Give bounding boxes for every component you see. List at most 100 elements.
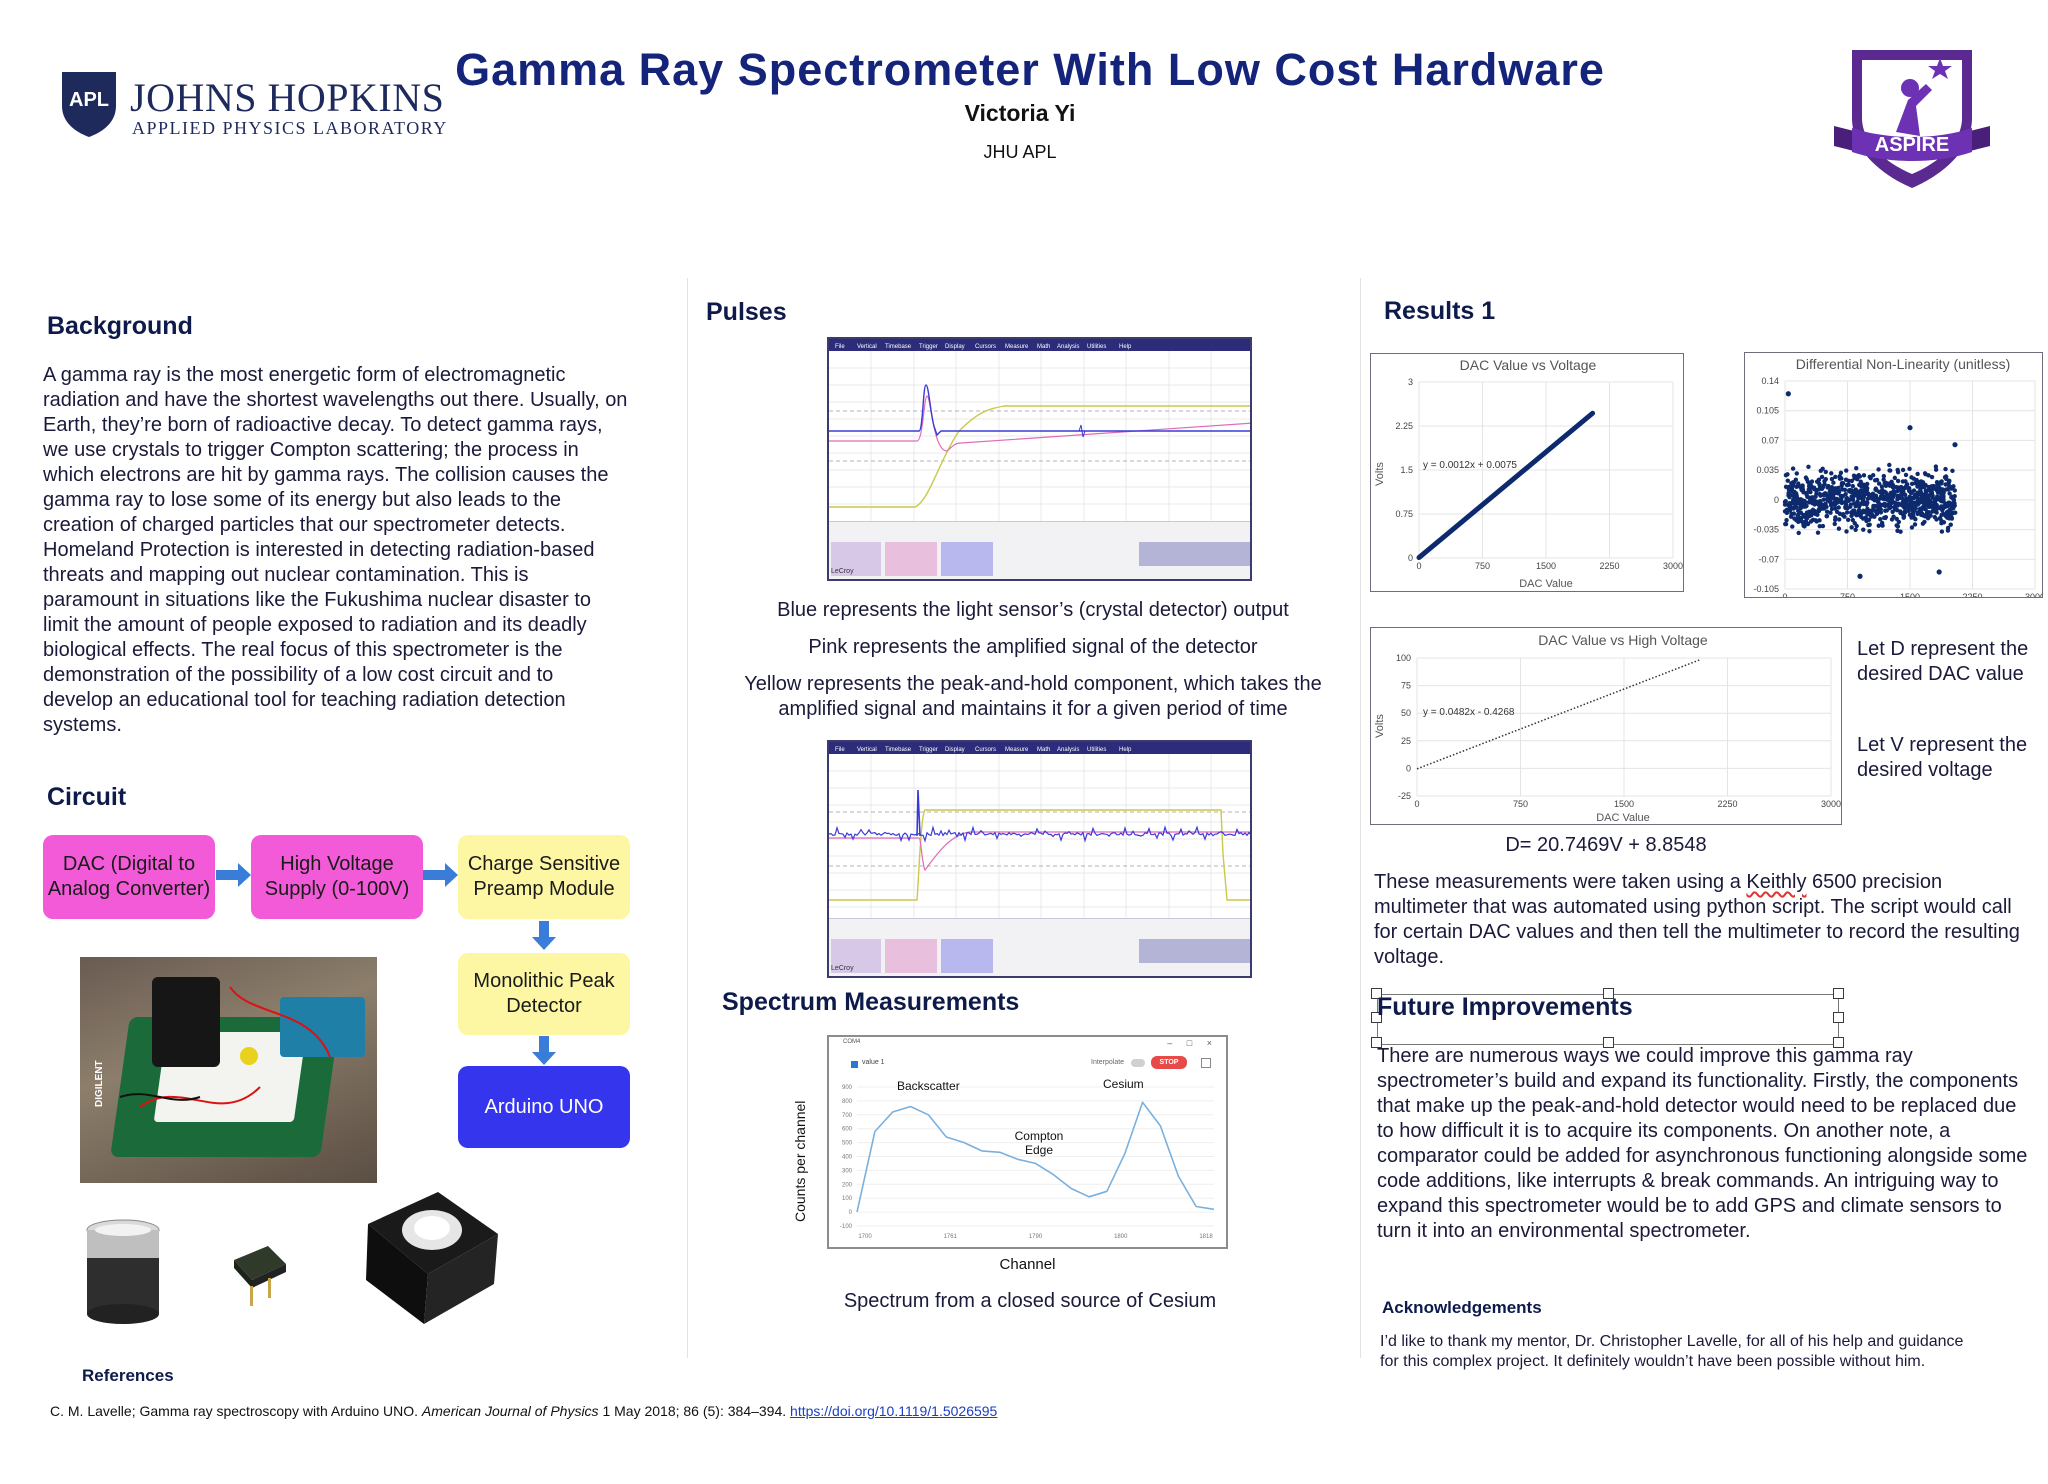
scatter-point xyxy=(1907,498,1913,503)
scatter-point xyxy=(1941,503,1947,509)
scatter-point xyxy=(1823,469,1828,475)
wires xyxy=(119,986,331,1108)
resize-handle[interactable] xyxy=(1371,988,1382,999)
scatter-point xyxy=(1870,473,1876,478)
scatter-point xyxy=(1926,509,1931,515)
future-improvements-heading: Future Improvements xyxy=(1377,993,1633,1021)
scatter-point xyxy=(1820,466,1825,471)
x-tick-label: 2250 xyxy=(1962,592,1982,598)
scatter-point xyxy=(1932,486,1937,491)
resize-handle[interactable] xyxy=(1603,988,1614,999)
scatter-point xyxy=(1821,492,1826,498)
scatter-point xyxy=(1938,480,1943,485)
scatter-point xyxy=(1835,491,1841,496)
scope-menu-item: Display xyxy=(945,747,965,753)
scope-menu-item: Measure xyxy=(1005,747,1029,753)
resize-handle[interactable] xyxy=(1371,1012,1382,1023)
aspire-logo: ASPIRE xyxy=(1834,50,1990,188)
scatter-point xyxy=(1883,515,1888,521)
scatter-point xyxy=(1829,476,1835,482)
scatter-point xyxy=(1898,493,1903,498)
scatter-point xyxy=(1816,477,1822,482)
scatter-point xyxy=(1936,569,1942,575)
scatter-point xyxy=(1853,527,1858,532)
scatter-point xyxy=(1876,467,1881,472)
scatter-point xyxy=(1786,490,1791,496)
y-tick-label: 100 xyxy=(842,1196,853,1202)
scatter-point xyxy=(1790,466,1796,471)
scatter-point xyxy=(1891,491,1897,496)
scatter-point xyxy=(1900,499,1905,505)
scatter-point xyxy=(1859,489,1865,494)
scatter-point xyxy=(1869,508,1874,514)
detector-housing xyxy=(152,977,220,1067)
scatter-point xyxy=(1806,487,1812,492)
scatter-point xyxy=(1895,467,1900,473)
scatter-point xyxy=(1815,512,1820,517)
scatter-point xyxy=(1892,504,1897,510)
scatter-point xyxy=(1838,470,1844,475)
scope-brand: LeCroy xyxy=(831,965,854,972)
scatter-point xyxy=(1821,497,1826,502)
resize-handle[interactable] xyxy=(1603,1037,1614,1048)
scatter-point xyxy=(1934,517,1939,522)
settings-icon[interactable] xyxy=(1201,1058,1211,1068)
x-tick-label: 1700 xyxy=(858,1234,872,1240)
backscatter-annotation: Backscatter xyxy=(897,1079,960,1093)
scatter-point xyxy=(1950,468,1955,474)
x-tick-label: 2250 xyxy=(1599,561,1619,571)
scatter-point xyxy=(1852,475,1857,481)
scatter-point xyxy=(1803,475,1809,480)
scatter-point xyxy=(1941,499,1946,504)
scatter-point xyxy=(1944,476,1949,482)
legend-checkbox-icon[interactable] xyxy=(851,1061,858,1068)
window-title: COM4 xyxy=(843,1039,861,1045)
scope-menu-item: Vertical xyxy=(857,344,877,350)
scatter-point xyxy=(1909,525,1915,530)
scatter-point xyxy=(1798,510,1804,515)
scatter-point xyxy=(1854,466,1859,471)
scatter-point xyxy=(1945,528,1951,533)
y-tick-label: -0.07 xyxy=(1758,554,1779,564)
interpolate-toggle[interactable] xyxy=(1131,1059,1145,1067)
scatter-point xyxy=(1923,488,1928,493)
scatter-point xyxy=(1923,501,1928,506)
scatter-point xyxy=(1859,484,1864,489)
scatter-point xyxy=(1783,484,1789,489)
scatter-point xyxy=(1874,496,1879,501)
scatter-point xyxy=(1843,477,1849,482)
window-controls[interactable]: – □ × xyxy=(1167,1038,1218,1048)
spellcheck-word: Keithly xyxy=(1746,871,1807,893)
resize-handle[interactable] xyxy=(1833,988,1844,999)
scatter-point xyxy=(1869,496,1875,501)
scatter-point xyxy=(1946,482,1951,487)
citation-doi-link[interactable]: https://doi.org/10.1119/1.5026595 xyxy=(790,1403,998,1419)
y-tick-label: 0 xyxy=(1406,763,1411,773)
scatter-point xyxy=(1815,530,1821,535)
y-tick-label: 200 xyxy=(842,1182,853,1188)
pulses-heading: Pulses xyxy=(706,298,787,326)
scatter-point xyxy=(1848,489,1853,494)
resize-handle[interactable] xyxy=(1371,1037,1382,1048)
scatter-point xyxy=(1855,499,1860,504)
scatter-point xyxy=(1866,522,1871,528)
scatter-point xyxy=(1809,479,1815,484)
scatter-point xyxy=(1915,484,1920,489)
scatter-point xyxy=(1900,467,1906,473)
scope-menu-item: Timebase xyxy=(885,344,912,350)
scatter-point xyxy=(1808,519,1814,524)
resize-handle[interactable] xyxy=(1833,1037,1844,1048)
scatter-point xyxy=(1837,517,1842,522)
scatter-point xyxy=(1793,491,1799,496)
scatter-point xyxy=(1907,466,1912,472)
y-tick-label: 0 xyxy=(1408,553,1413,563)
scatter-point xyxy=(1784,510,1790,516)
scatter-point xyxy=(1829,506,1835,512)
scatter-point xyxy=(1932,501,1938,506)
scatter-point xyxy=(1896,485,1901,490)
jhu-apl-logo: APL JOHNS HOPKINS APPLIED PHYSICS LABORA… xyxy=(60,68,446,148)
resize-handle[interactable] xyxy=(1833,1012,1844,1023)
stop-button[interactable]: STOP xyxy=(1151,1056,1187,1069)
scatter-point xyxy=(1902,505,1908,511)
y-tick-label: 700 xyxy=(842,1113,853,1119)
